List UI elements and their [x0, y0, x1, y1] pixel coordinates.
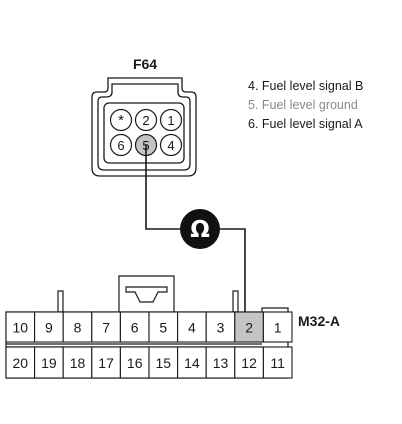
- f64-pin-6-label: 6: [117, 138, 124, 153]
- m32a-pin-19-label: 19: [41, 355, 57, 371]
- m32a-pin-5: 5: [148, 311, 179, 343]
- m32a-pin-15: 15: [148, 346, 179, 379]
- f64-pin-1-label: 1: [167, 113, 174, 128]
- m32a-latch: [118, 275, 175, 312]
- m32a-pin-18-label: 18: [70, 355, 86, 371]
- f64-connector: [91, 77, 197, 177]
- f64-pin-star: *: [109, 108, 133, 132]
- f64-pin-star-label: *: [118, 112, 124, 129]
- m32a-pin-14: 14: [177, 346, 207, 379]
- m32a-pin-10-label: 10: [13, 320, 29, 336]
- wire-f64-pin5-to-meter: [145, 145, 182, 230]
- m32a-pin-4-label: 4: [188, 320, 196, 336]
- m32a-pin-18: 18: [62, 346, 93, 379]
- legend-item-pin5: 5. Fuel level ground: [248, 98, 358, 112]
- m32a-pin-16-label: 16: [127, 355, 143, 371]
- m32a-pin-2-label: 2: [245, 320, 253, 336]
- f64-label: F64: [133, 56, 157, 72]
- ohm-icon: Ω: [190, 217, 210, 243]
- m32a-pin-9-label: 9: [45, 320, 53, 336]
- m32a-pin-13: 13: [205, 346, 236, 379]
- m32a-pin-2: 2: [234, 311, 264, 343]
- m32a-pin-7: 7: [91, 311, 121, 343]
- m32a-pin-17: 17: [91, 346, 121, 379]
- m32a-key-left: [57, 290, 64, 313]
- m32a-pin-19: 19: [34, 346, 64, 379]
- m32a-pin-11: 11: [262, 346, 293, 379]
- m32a-pin-16: 16: [119, 346, 150, 379]
- f64-pin-2-label: 2: [142, 113, 149, 128]
- m32a-pin-14-label: 14: [184, 355, 200, 371]
- m32a-pin-20: 20: [5, 346, 36, 379]
- m32a-pin-4: 4: [177, 311, 207, 343]
- f64-pin-2: 2: [134, 108, 158, 132]
- m32a-pin-20-label: 20: [13, 355, 29, 371]
- f64-pin-1: 1: [159, 108, 183, 132]
- f64-pin-6: 6: [109, 133, 133, 157]
- f64-pin-cavity: [103, 102, 185, 164]
- m32a-latch-tab: [125, 286, 168, 303]
- f64-housing-inner: [97, 83, 191, 171]
- m32a-pin-6-label: 6: [131, 320, 139, 336]
- ohmmeter: Ω: [180, 209, 220, 249]
- legend-item-pin4: 4. Fuel level signal B: [248, 79, 364, 93]
- f64-pin-4-label: 4: [167, 138, 174, 153]
- m32a-pin-10: 10: [5, 311, 36, 343]
- m32a-pin-6: 6: [119, 311, 150, 343]
- m32a-pin-17-label: 17: [98, 355, 114, 371]
- m32a-pin-12-label: 12: [241, 355, 257, 371]
- f64-pin-4: 4: [159, 133, 183, 157]
- test-wires: [145, 145, 246, 330]
- m32a-key-right: [232, 290, 239, 313]
- m32a-pin-3-label: 3: [217, 320, 225, 336]
- f64-housing: [91, 77, 197, 177]
- legend-item-pin6: 6. Fuel level signal A: [248, 117, 363, 131]
- m32a-pin-1: 1: [262, 311, 293, 343]
- m32a-pin-12: 12: [234, 346, 264, 379]
- m32a-pin-8: 8: [62, 311, 93, 343]
- pin-legend: 4. Fuel level signal B 5. Fuel level gro…: [248, 77, 398, 134]
- m32a-pin-11-label: 11: [270, 355, 285, 371]
- m32a-pin-5-label: 5: [159, 320, 167, 336]
- m32a-pin-15-label: 15: [156, 355, 172, 371]
- m32a-pin-3: 3: [205, 311, 236, 343]
- wire-meter-to-m32a-pin2: [218, 228, 246, 330]
- m32a-pin-8-label: 8: [74, 320, 82, 336]
- m32a-pin-9: 9: [34, 311, 64, 343]
- m32a-pin-1-label: 1: [274, 320, 282, 336]
- m32a-pin-13-label: 13: [213, 355, 229, 371]
- m32a-pin-7-label: 7: [102, 320, 110, 336]
- m32a-label: M32-A: [298, 313, 340, 329]
- ohmmeter-body: [180, 209, 220, 249]
